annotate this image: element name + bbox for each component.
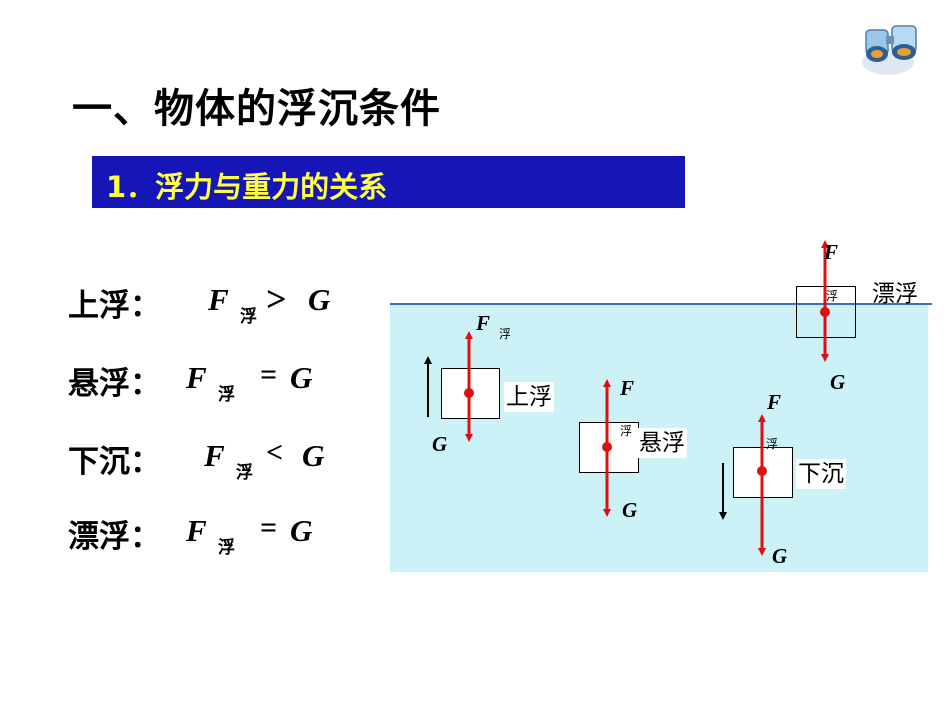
rising-g-label: G	[432, 432, 448, 456]
suspended-state-label: 悬浮	[637, 428, 687, 458]
floating-f-sub: 浮	[826, 289, 839, 303]
sinking-f-label: F	[767, 390, 782, 414]
relation-float-g: G	[290, 513, 313, 548]
sinking-g-label: G	[772, 544, 788, 568]
relation-float-label: 漂浮：	[68, 519, 161, 555]
section-banner-text: 1．浮力与重力的关系	[106, 170, 388, 204]
relation-suspend-f: F	[186, 360, 207, 395]
relation-sink-g: G	[302, 438, 325, 473]
relation-float-f: F	[186, 513, 207, 548]
rising-forces	[424, 331, 474, 442]
floating-f-label: F	[824, 240, 839, 264]
suspended-f-sub: 浮	[620, 424, 633, 438]
rising-f-label: F	[476, 311, 491, 335]
suspended-forces	[602, 379, 612, 517]
relation-rise-label: 上浮：	[68, 288, 161, 324]
relation-suspend-g: G	[290, 360, 313, 395]
sinking-forces	[719, 414, 767, 556]
relation-suspend-sub: 浮	[218, 385, 235, 405]
suspended-f-label: F	[620, 376, 635, 400]
rising-f-sub: 浮	[499, 327, 512, 341]
suspended-g-label: G	[622, 498, 638, 522]
sinking-f-sub: 浮	[766, 437, 779, 451]
water-surface-line	[390, 303, 932, 305]
floating-forces	[820, 240, 830, 362]
relation-float-op: =	[260, 511, 278, 544]
relation-rise-g: G	[308, 282, 331, 317]
binoculars-icon	[858, 22, 928, 78]
relation-rise: 上浮： F 浮 > G	[68, 279, 368, 330]
relation-float: 漂浮： F 浮 = G	[68, 511, 368, 561]
relation-rise-sub: 浮	[240, 307, 257, 327]
floating-state-label: 漂浮	[872, 281, 918, 307]
rising-state-label: 上浮	[504, 382, 554, 412]
relation-suspend-op: =	[260, 358, 278, 391]
relation-sink-sub: 浮	[236, 463, 253, 483]
relation-float-sub: 浮	[218, 538, 235, 558]
section-banner: 1．浮力与重力的关系	[92, 156, 685, 208]
relation-rise-op: >	[266, 279, 287, 319]
relation-sink-label: 下沉：	[68, 444, 161, 480]
sinking-state-label: 下沉	[796, 459, 846, 489]
slide-title: 一、物体的浮沉条件	[72, 86, 441, 132]
relation-sink: 下沉： F 浮 < G	[68, 436, 368, 486]
relation-rise-f: F	[208, 282, 229, 317]
relation-suspend: 悬浮： F 浮 = G	[68, 358, 368, 408]
relation-sink-op: <	[266, 436, 284, 469]
floating-g-label: G	[830, 370, 846, 394]
relation-sink-f: F	[204, 438, 225, 473]
relation-suspend-label: 悬浮：	[68, 366, 161, 402]
